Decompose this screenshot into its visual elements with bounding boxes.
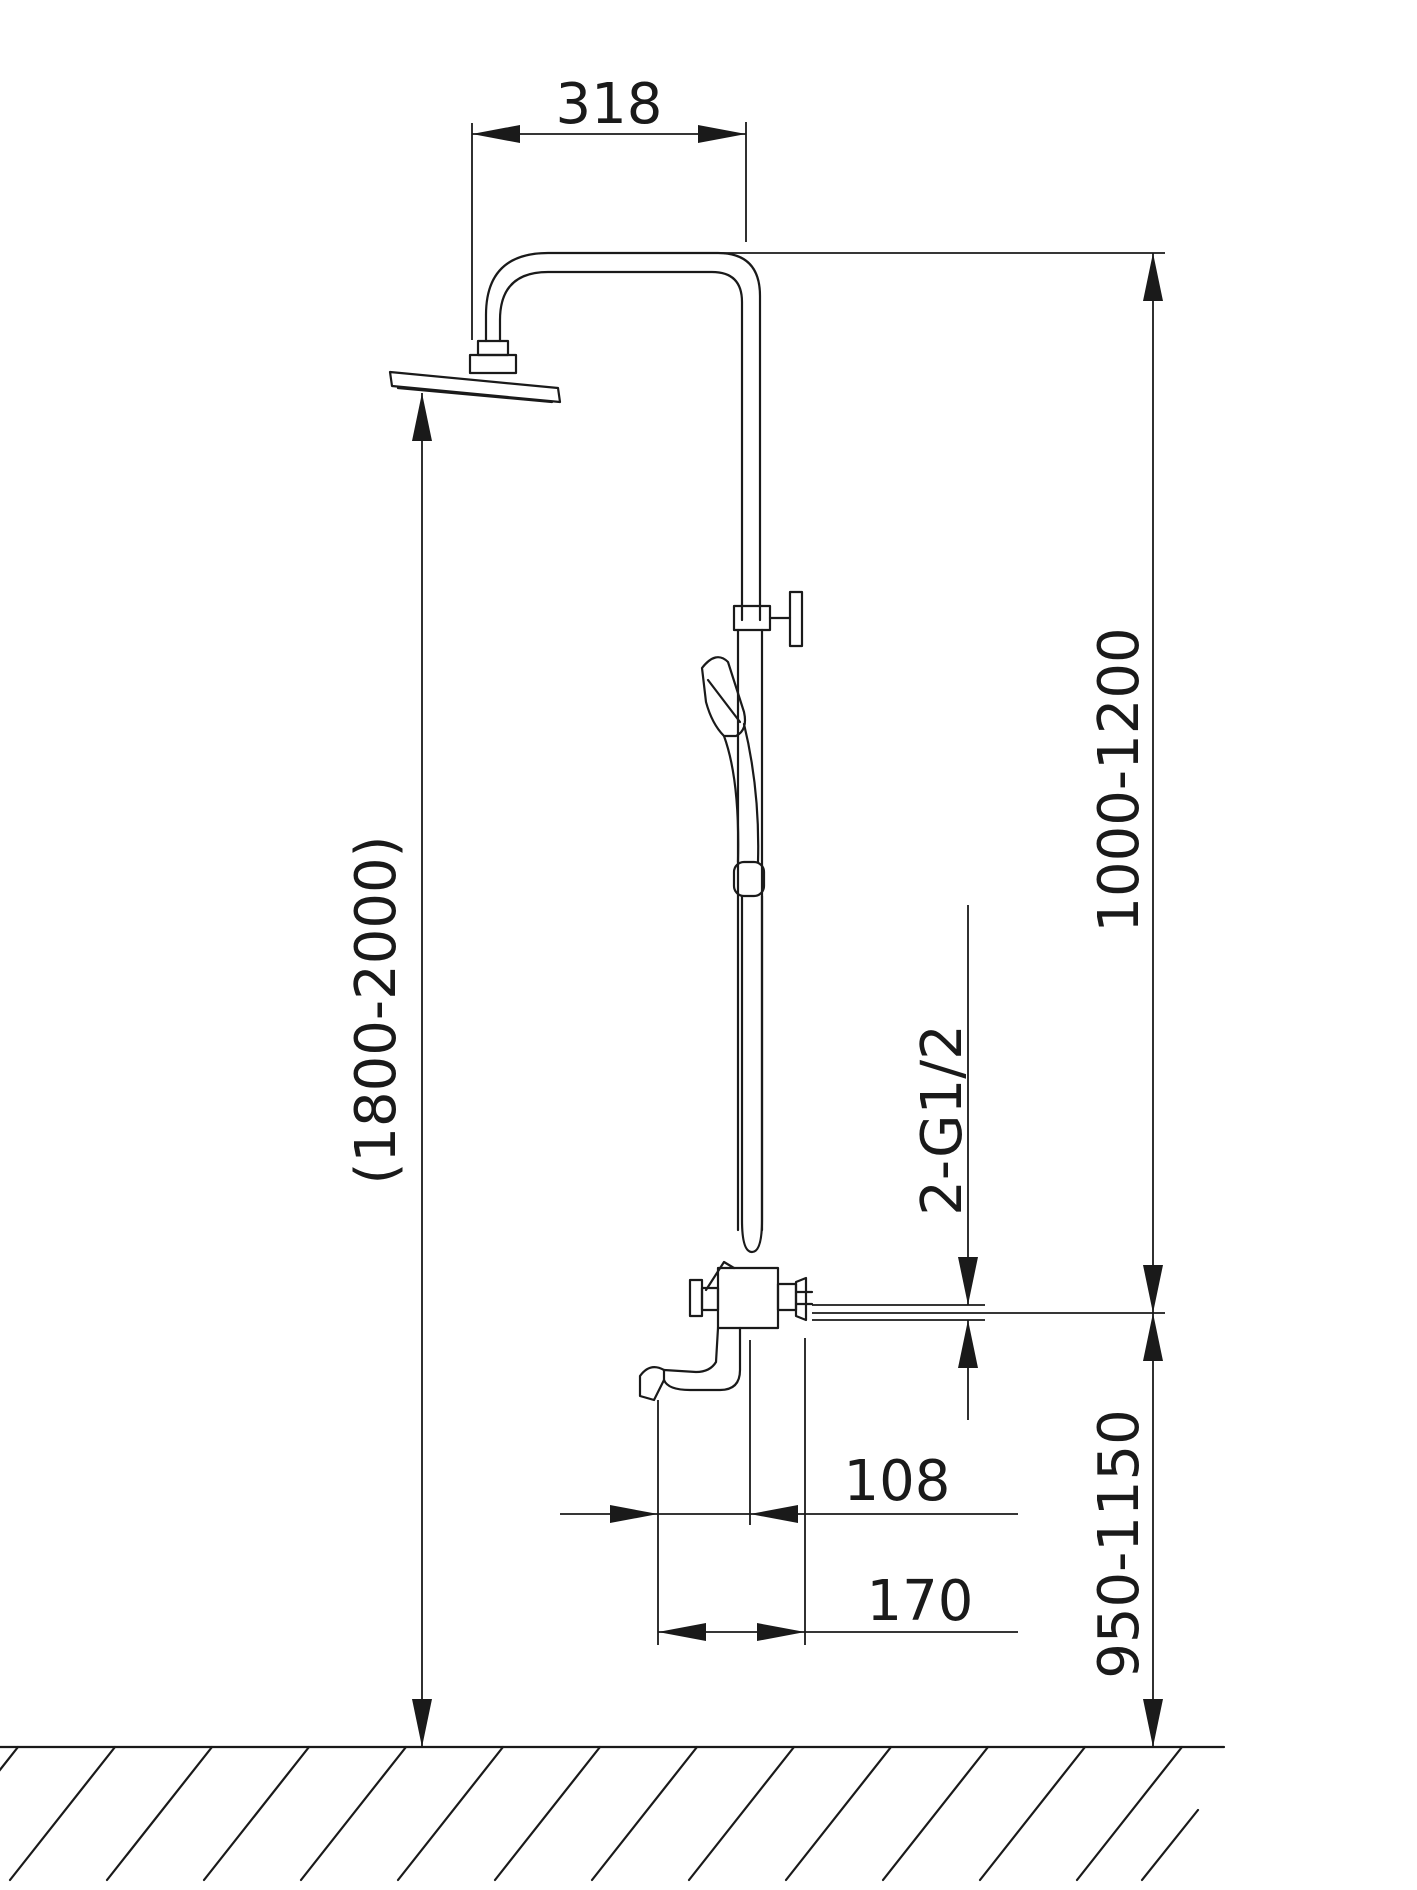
dim-label-total-height: (1800-2000) <box>344 836 409 1185</box>
mixer-right-connector <box>776 1282 798 1312</box>
shower-head-face <box>396 386 554 404</box>
dimension-total-height: (1800-2000) <box>344 393 432 1747</box>
shower-column <box>388 251 814 1402</box>
dim-label-mixer-height: 950-1150 <box>1087 1409 1152 1679</box>
shower-arm-outer <box>484 251 762 622</box>
bath-spout-outlet <box>638 1365 666 1402</box>
floor <box>0 1745 1226 1882</box>
bath-spout-body <box>662 1326 742 1392</box>
clamp-knob-icon <box>788 590 804 648</box>
dimension-spout-offset: 108 <box>560 1338 1018 1645</box>
dim-label-inlet-thread: 2-G1/2 <box>910 1024 975 1215</box>
dimension-inlet-thread: 2-G1/2 <box>812 905 985 1420</box>
mixer-control-knob-icon <box>688 1278 704 1318</box>
hand-shower-holder <box>732 860 766 898</box>
dim-label-318: 318 <box>556 72 663 137</box>
mixer-body <box>716 1266 780 1330</box>
dim-label-170: 170 <box>867 1569 974 1634</box>
head-connector <box>468 353 518 375</box>
shower-hose <box>740 894 764 1254</box>
dimension-head-arm-length: 318 <box>471 72 747 340</box>
head-swivel-joint <box>476 339 510 357</box>
dim-label-108: 108 <box>844 1449 951 1514</box>
hand-shower-handle <box>722 722 760 864</box>
dimension-spout-projection: 170 <box>658 1569 1018 1641</box>
mixer-left-nut <box>700 1286 720 1312</box>
hand-shower-face <box>706 678 742 724</box>
shower-arm-inner <box>498 270 744 622</box>
wall-flange <box>794 1276 808 1322</box>
rain-shower-head <box>388 370 562 404</box>
dimension-mixer-height: 950-1150 <box>812 1312 1165 1747</box>
hand-shower-head <box>700 656 747 738</box>
riser-clamp <box>732 604 772 632</box>
dimension-riser-height: 1000-1200 <box>720 252 1165 1313</box>
floor-hatching <box>0 1745 1200 1882</box>
dim-label-riser-height: 1000-1200 <box>1087 627 1152 932</box>
mixer-lever-handle <box>704 1260 736 1292</box>
